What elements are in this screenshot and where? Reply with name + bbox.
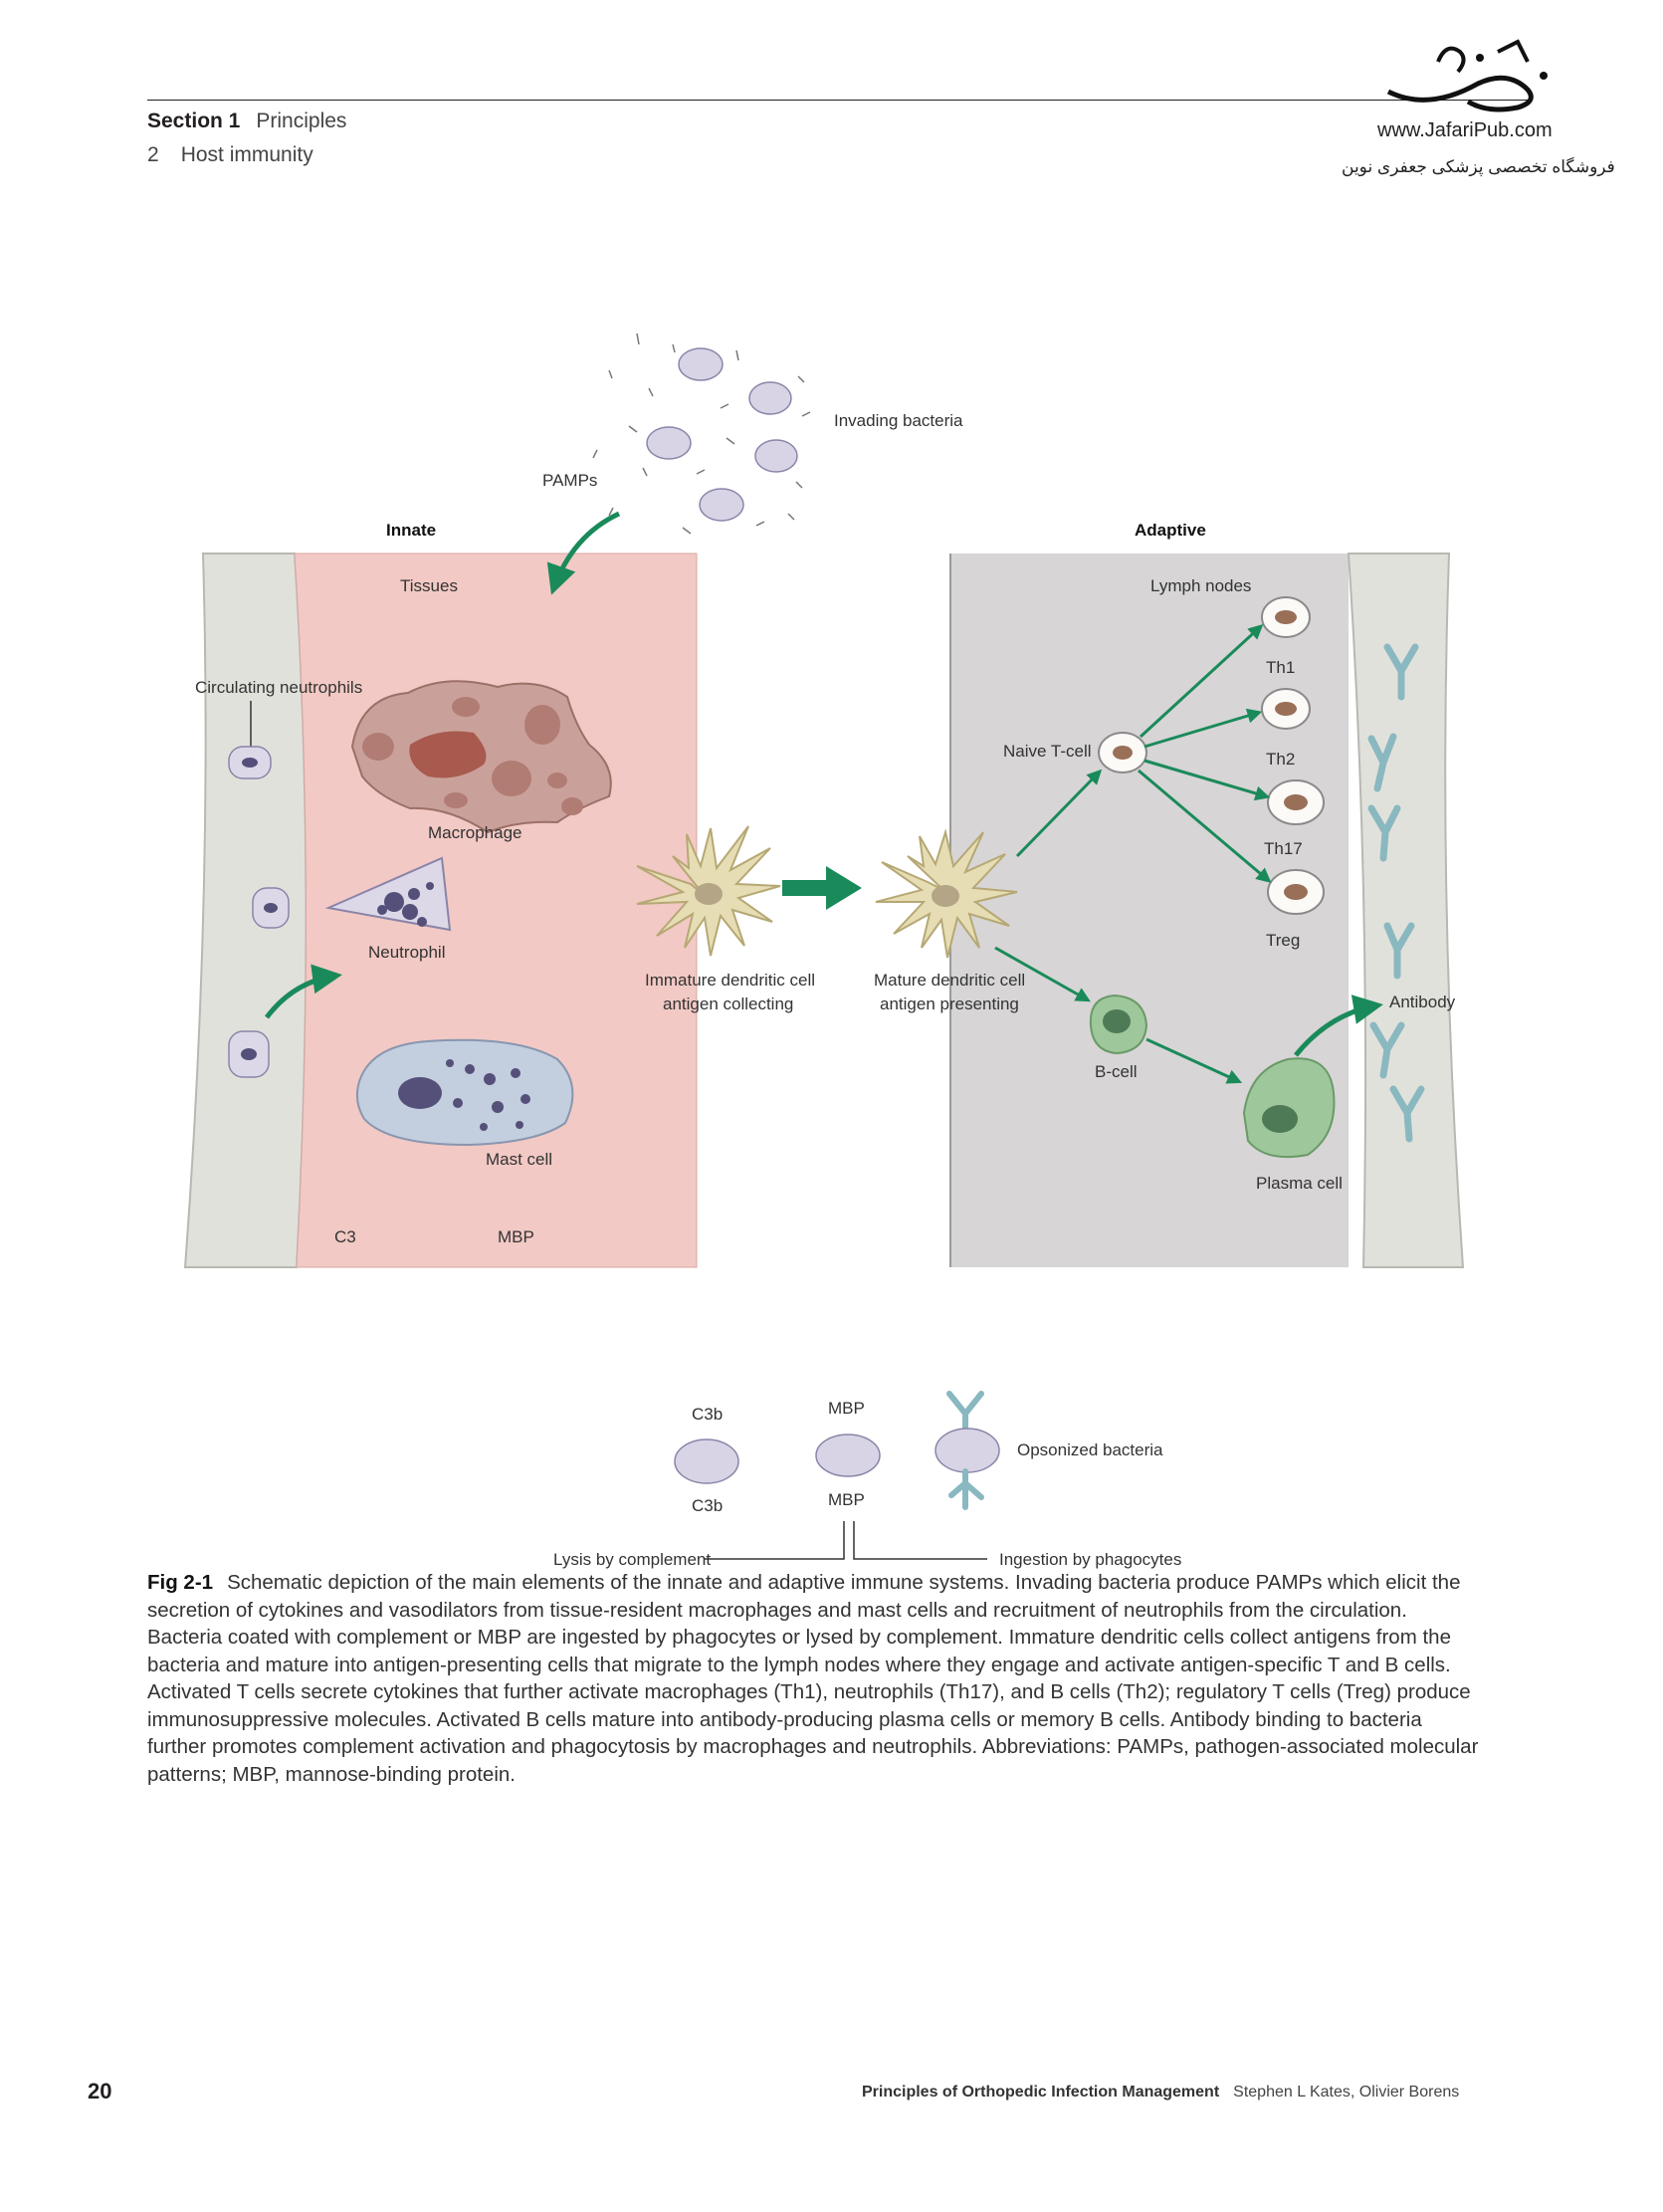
pamp-fragments	[592, 332, 811, 535]
mbp-bottom-label: MBP	[828, 1490, 865, 1509]
macrophage-label: Macrophage	[428, 823, 522, 842]
bacterium	[754, 439, 798, 473]
immature-dc-label-2: antigen collecting	[663, 995, 793, 1013]
mature-dc-label-1: Mature dendritic cell	[874, 971, 1025, 990]
lymph-nodes-label: Lymph nodes	[1150, 576, 1251, 595]
antibody-icon	[1367, 804, 1401, 862]
mbp-label: MBP	[498, 1227, 534, 1246]
section-heading: Section 1 Principles	[147, 110, 346, 133]
authors: Stephen L Kates, Olivier Borens	[1233, 2084, 1460, 2101]
opsonized-bacterium	[935, 1391, 1000, 1510]
naive-tcell-label: Naive T-cell	[1003, 742, 1092, 761]
c3b-bacterium	[674, 1438, 739, 1484]
antibody-icon	[1389, 1085, 1425, 1143]
th2-label: Th2	[1266, 750, 1295, 769]
mbp-top-label: MBP	[828, 1399, 865, 1418]
bacterium	[748, 381, 792, 415]
tissues-label: Tissues	[400, 576, 458, 595]
circulating-neutrophil	[252, 887, 290, 929]
section-label: Section 1	[147, 110, 241, 132]
treg-cell	[1267, 869, 1325, 915]
th17-cell	[1267, 779, 1325, 825]
th2-cell	[1261, 688, 1311, 730]
plasma-cell-label: Plasma cell	[1256, 1174, 1343, 1193]
immature-dc-label-1: Immature dendritic cell	[645, 971, 815, 990]
treg-label: Treg	[1266, 931, 1300, 950]
antibody-secretion-arrow	[1294, 995, 1383, 1057]
chapter-title: Host immunity	[180, 143, 313, 166]
bacteria-cluster	[646, 347, 798, 522]
th1-label: Th1	[1266, 658, 1295, 677]
antibody-icon	[1369, 1021, 1405, 1079]
bcell	[1089, 994, 1148, 1055]
lysis-label: Lysis by complement	[553, 1550, 711, 1569]
mature-dc-label-2: antigen presenting	[880, 995, 1019, 1013]
publisher-logo	[1386, 39, 1548, 112]
antibody-icon	[1367, 733, 1397, 792]
extravasation-arrow	[265, 964, 342, 1019]
bacterium	[678, 347, 724, 381]
innate-heading: Innate	[386, 521, 436, 540]
publisher-tagline: فروشگاه تخصصی پزشکی جعفری نوین	[1342, 157, 1615, 176]
chapter-heading: 2 Host immunity	[147, 143, 313, 167]
antibody-icon	[1383, 643, 1419, 701]
vessel-right	[1347, 553, 1465, 1268]
header-rule	[147, 100, 1531, 101]
running-footer: Principles of Orthopedic Infection Manag…	[862, 2084, 1459, 2101]
adaptive-heading: Adaptive	[1135, 521, 1206, 540]
antibody-icon	[1383, 922, 1415, 980]
page-number: 20	[88, 2079, 112, 2103]
caption-text: Schematic depiction of the main elements…	[147, 1571, 1479, 1786]
c3-label: C3	[334, 1227, 356, 1246]
macrophage	[350, 680, 612, 834]
antibody-label: Antibody	[1389, 993, 1456, 1011]
neutrophil	[324, 856, 452, 932]
mbp-bacterium	[815, 1434, 881, 1477]
bacterium	[646, 426, 692, 460]
mature-dendritic-cell	[875, 828, 1018, 959]
pamps-arrow	[546, 511, 621, 595]
opsonized-bacteria-label: Opsonized bacteria	[1017, 1440, 1163, 1459]
bacterium	[699, 488, 744, 522]
immature-dendritic-cell	[636, 825, 781, 957]
caption-label: Fig 2-1	[147, 1571, 214, 1594]
circulating-neutrophil	[228, 746, 272, 779]
bcell-label: B-cell	[1095, 1062, 1138, 1081]
neutrophil-label: Neutrophil	[368, 943, 446, 962]
invading-bacteria-label: Invading bacteria	[834, 411, 963, 430]
circulating-neutrophil	[228, 1030, 270, 1078]
th1-cell	[1261, 596, 1311, 638]
section-title: Principles	[256, 110, 347, 132]
book-title: Principles of Orthopedic Infection Manag…	[862, 2084, 1220, 2101]
antibodies	[1367, 643, 1425, 1143]
ingestion-label: Ingestion by phagocytes	[999, 1550, 1181, 1569]
chapter-number: 2	[147, 143, 159, 166]
publisher-url: www.JafariPub.com	[1377, 119, 1553, 141]
maturation-arrow	[782, 866, 862, 910]
circulating-neutrophils-label: Circulating neutrophils	[195, 678, 362, 697]
c3b-bottom-label: C3b	[692, 1496, 723, 1515]
mast-cell	[355, 1038, 574, 1147]
mast-cell-label: Mast cell	[486, 1150, 552, 1169]
naive-tcell	[1098, 732, 1147, 774]
c3b-top-label: C3b	[692, 1405, 723, 1424]
plasma-cell	[1242, 1057, 1336, 1159]
pamps-label: PAMPs	[542, 471, 597, 490]
th17-label: Th17	[1264, 839, 1303, 858]
